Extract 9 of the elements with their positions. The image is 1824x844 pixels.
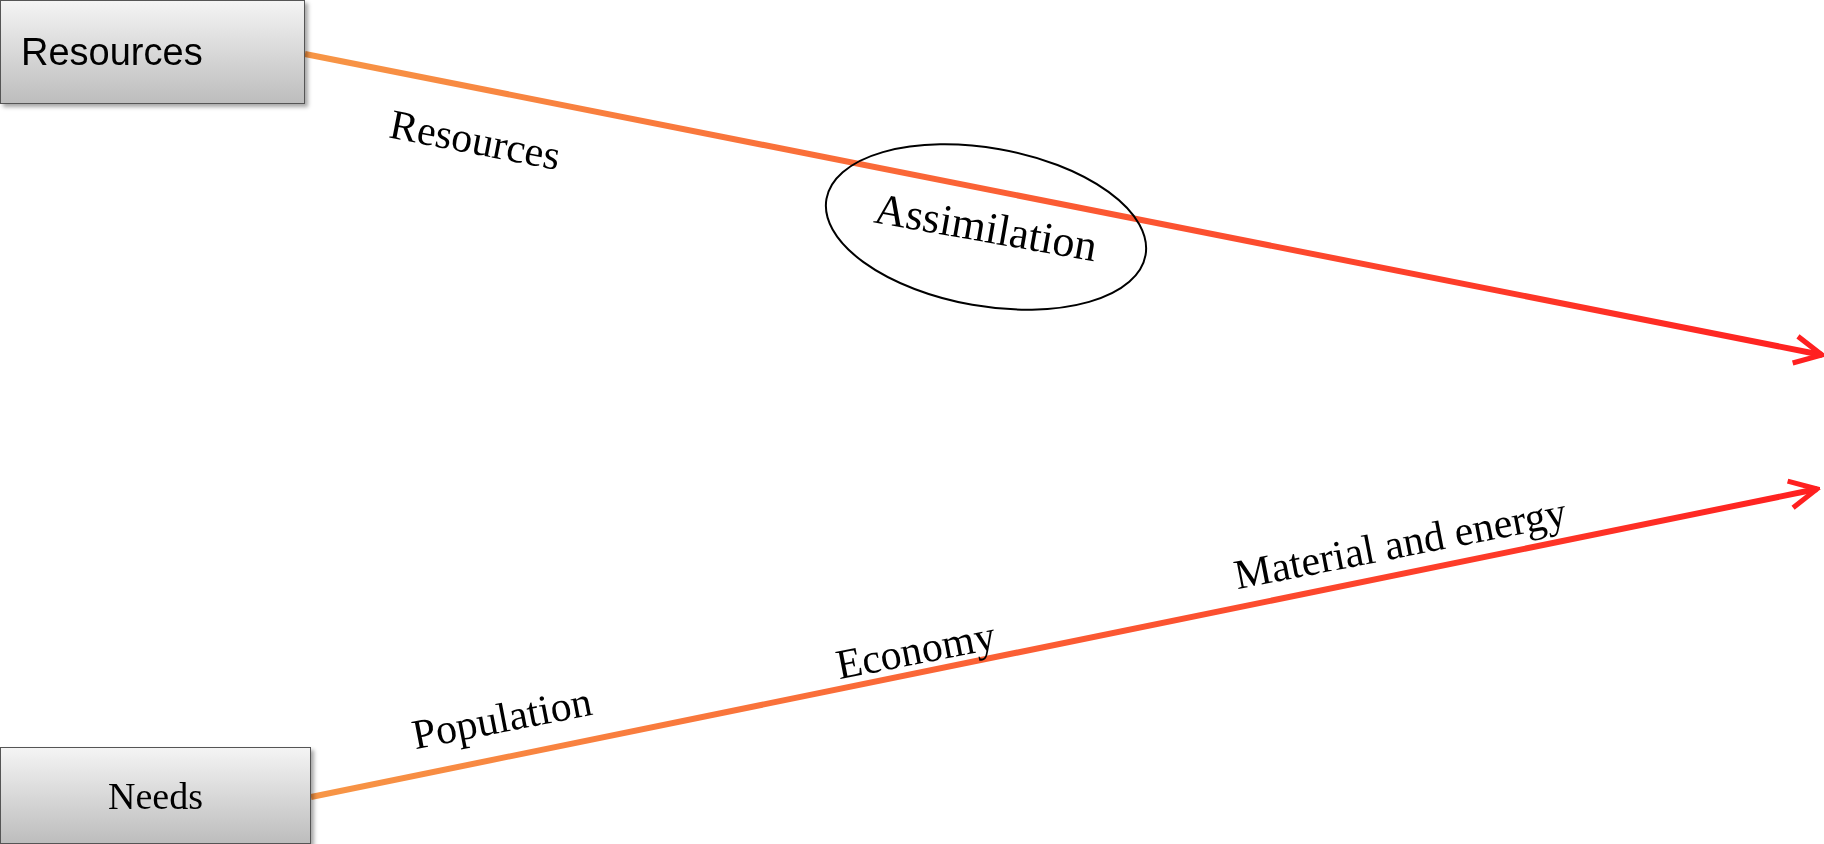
line-label: Economy (832, 611, 1000, 690)
arrow (304, 51, 1824, 366)
process-box: Resources (0, 0, 305, 104)
arrow (310, 478, 1820, 800)
line-label: Material and energy (1230, 487, 1571, 600)
line-label: Resources (385, 100, 565, 181)
line-label: Population (408, 677, 596, 760)
node-text: Assimilation (870, 182, 1102, 272)
process-box: Needs (0, 747, 311, 844)
